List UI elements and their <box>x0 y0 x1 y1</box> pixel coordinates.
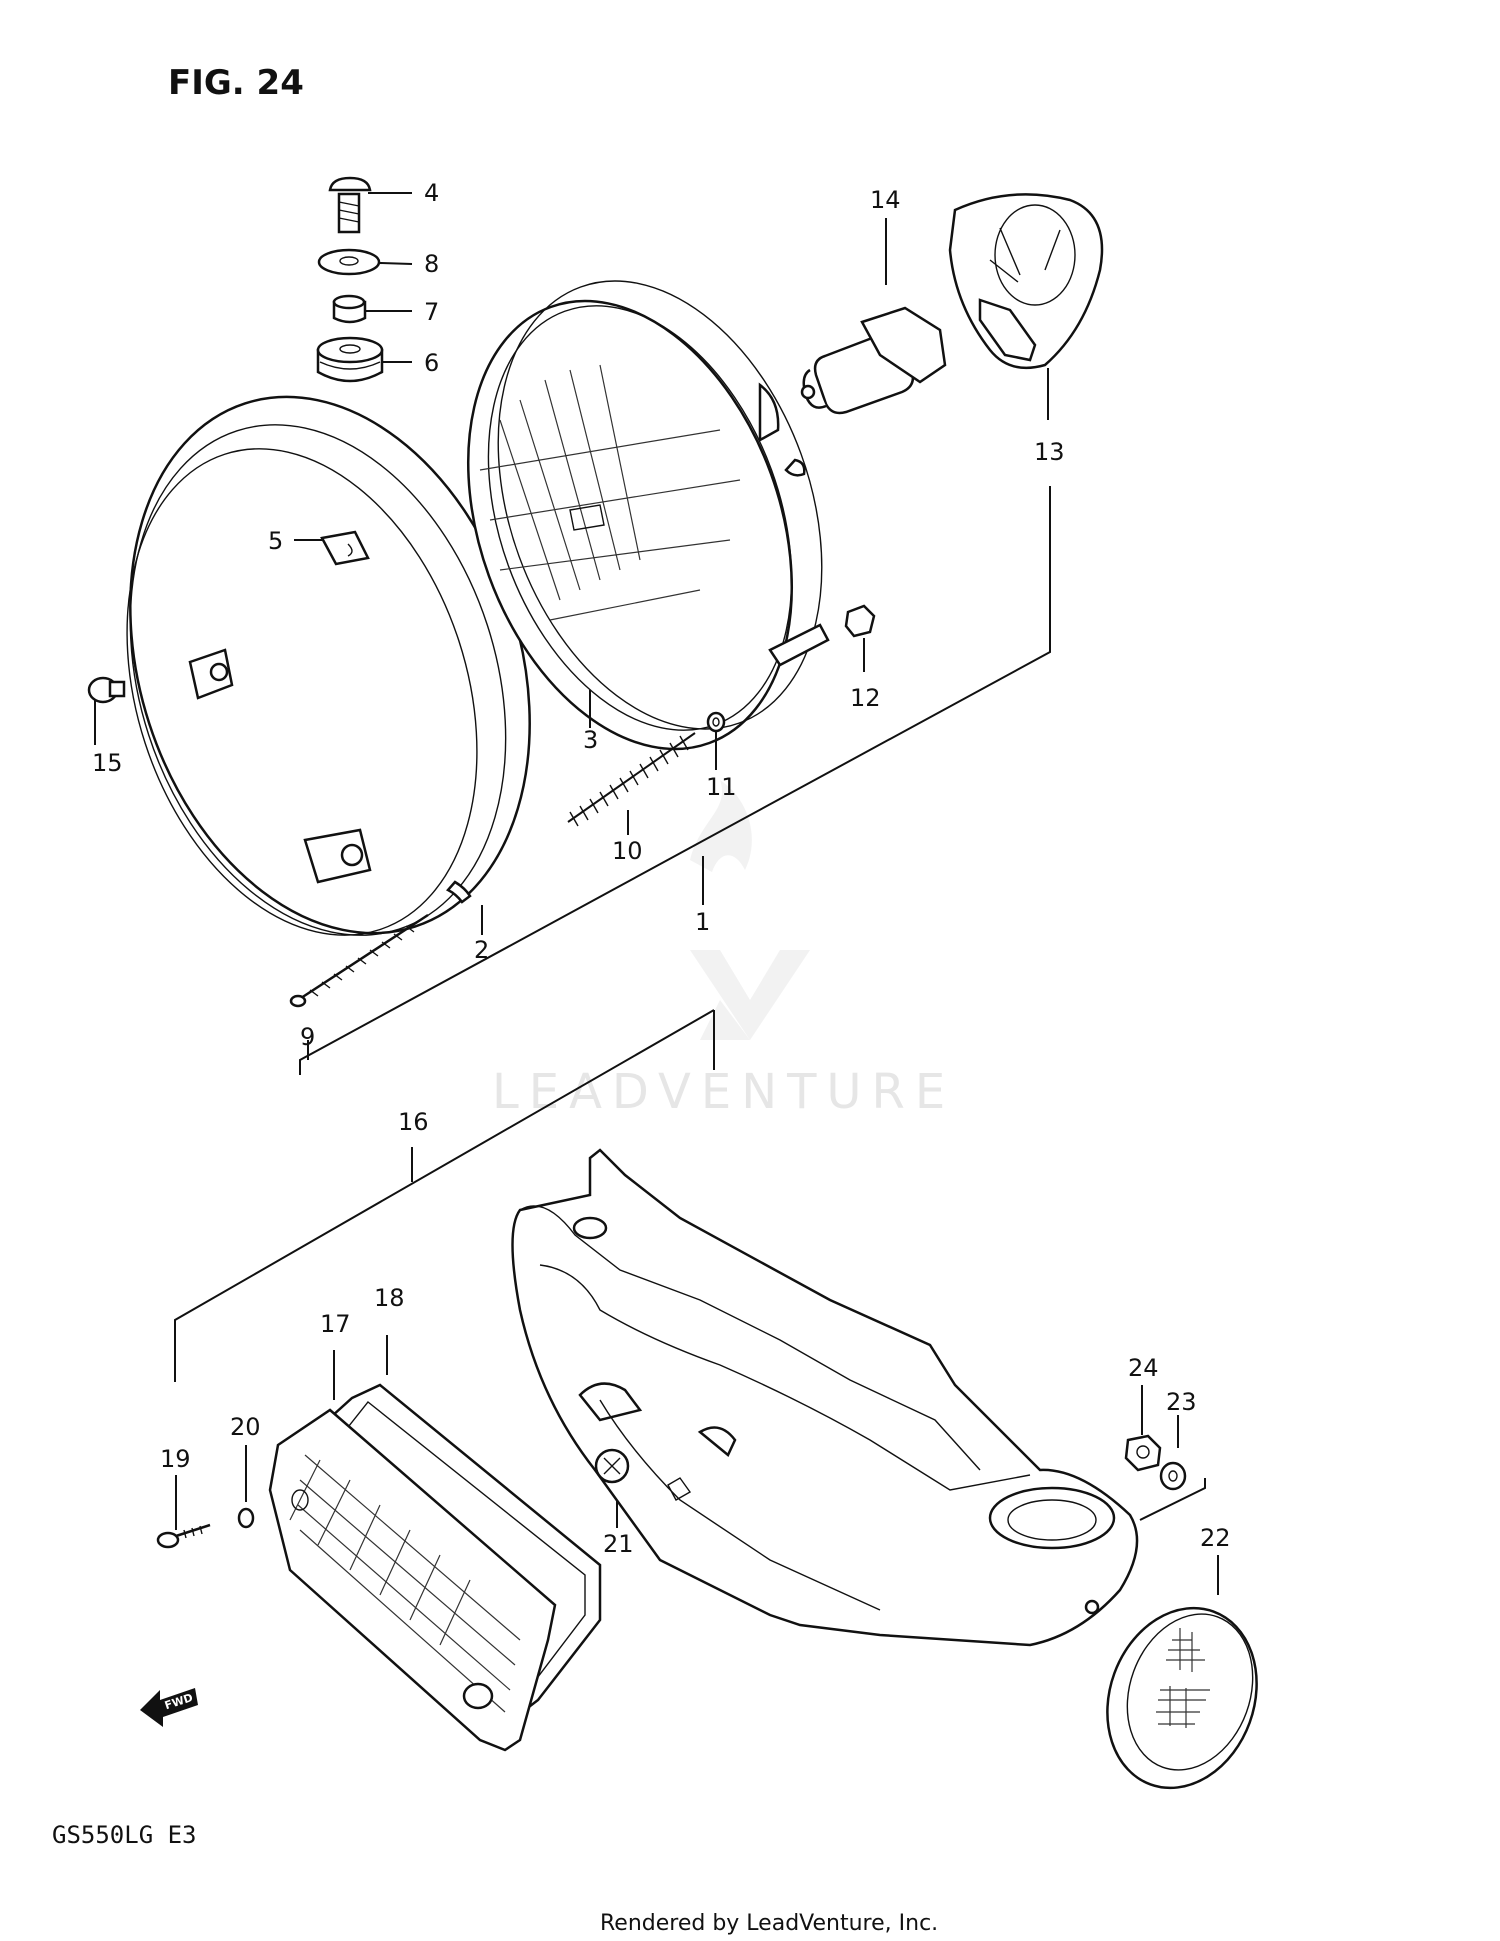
callout-17: 17 <box>320 1310 351 1338</box>
callout-8: 8 <box>424 250 439 278</box>
part-11-washer <box>706 711 726 733</box>
fwd-arrow-icon: FWD <box>140 1688 198 1727</box>
callout-24: 24 <box>1128 1354 1159 1382</box>
callout-9: 9 <box>300 1023 315 1051</box>
part-13-socket-cover <box>948 193 1104 370</box>
model-code: GS550LG E3 <box>52 1821 197 1849</box>
part-6-grommet <box>316 336 384 383</box>
leadventure-watermark-logo <box>690 780 810 1040</box>
callout-14: 14 <box>870 186 901 214</box>
part-3-headlight-lens-unit <box>466 280 830 751</box>
headlight-cowl-body <box>511 1148 1139 1647</box>
part-7-collar <box>332 294 367 324</box>
callout-20: 20 <box>230 1413 261 1441</box>
part-4-screw <box>328 176 372 234</box>
callout-7: 7 <box>424 298 439 326</box>
part-12-nut <box>844 604 876 638</box>
callout-2: 2 <box>474 936 489 964</box>
callout-23: 23 <box>1166 1388 1197 1416</box>
callout-21: 21 <box>603 1530 634 1558</box>
part-21-bulb <box>594 1448 630 1484</box>
callout-10: 10 <box>612 837 643 865</box>
part-2-headlight-rim <box>126 395 531 936</box>
part-20-washer <box>237 1507 255 1529</box>
callout-3: 3 <box>583 726 598 754</box>
part-10-spring <box>567 732 696 827</box>
callout-18: 18 <box>374 1284 405 1312</box>
callout-12: 12 <box>850 684 881 712</box>
footer-credit: Rendered by LeadVenture, Inc. <box>600 1911 938 1936</box>
part-15-screw <box>87 676 126 704</box>
callout-16: 16 <box>398 1108 429 1136</box>
part-14-bulb <box>800 306 947 415</box>
part-5-clip <box>320 530 370 566</box>
callout-4: 4 <box>424 179 439 207</box>
part-8-washer <box>317 248 381 276</box>
callout-6: 6 <box>424 349 439 377</box>
callout-19: 19 <box>160 1445 191 1473</box>
part-24-nut <box>1124 1434 1162 1472</box>
part-22-reflector <box>1106 1606 1258 1790</box>
callout-1: 1 <box>695 908 710 936</box>
part-19-screw <box>156 1523 211 1549</box>
callout-22: 22 <box>1200 1524 1231 1552</box>
part-23-washer <box>1159 1461 1187 1491</box>
callout-5: 5 <box>268 527 283 555</box>
callout-11: 11 <box>706 773 737 801</box>
callout-numbers: 4 8 7 6 5 15 3 10 11 12 13 14 2 1 9 16 1… <box>92 179 1231 1558</box>
figure-title: FIG. 24 <box>168 63 304 103</box>
callout-13: 13 <box>1034 438 1065 466</box>
callout-15: 15 <box>92 749 123 777</box>
watermark-text: LEADVENTURE <box>492 1064 955 1120</box>
part-9-long-screw <box>289 913 429 1008</box>
part-17-lens <box>268 1408 557 1752</box>
